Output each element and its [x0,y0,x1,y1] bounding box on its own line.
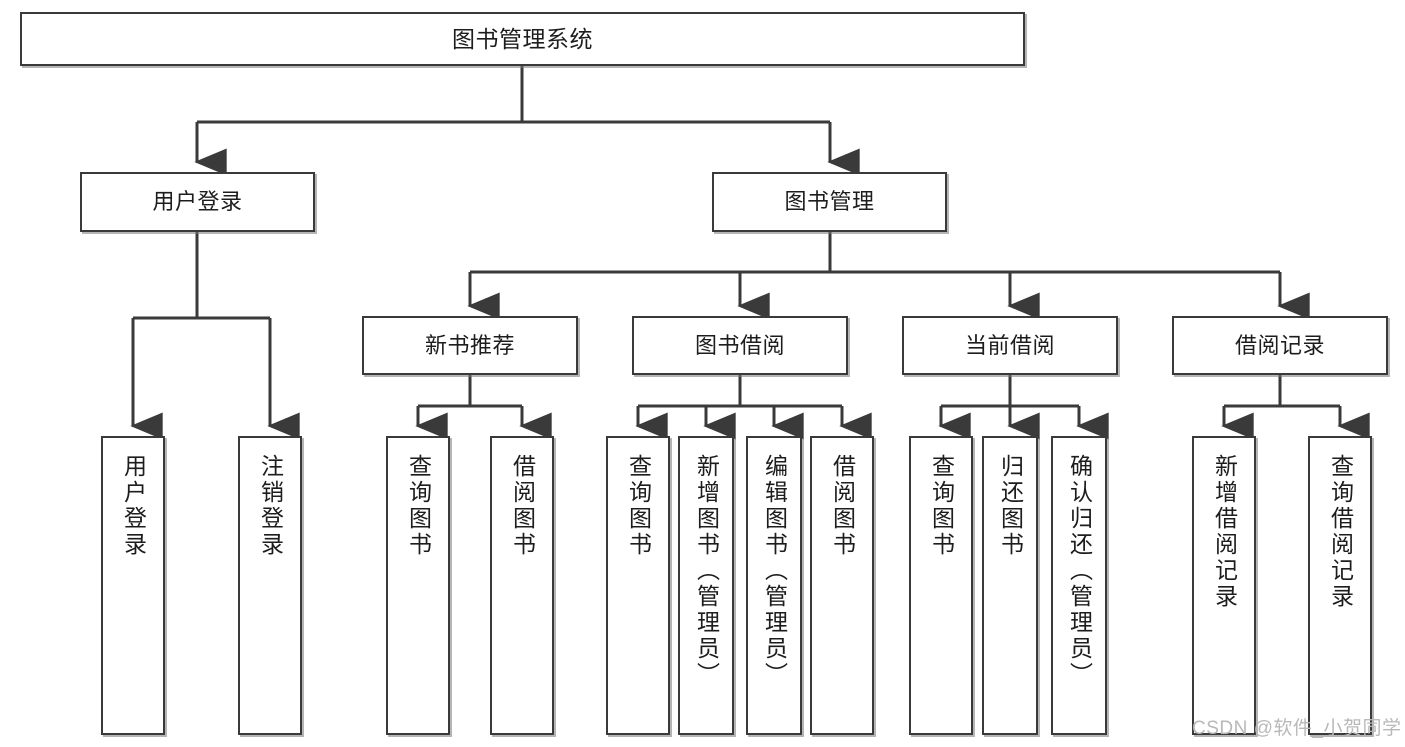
node-leaf-query-borrow-record[interactable]: 查询借阅记录 [1308,436,1372,735]
node-leaf-user-login[interactable]: 用户登录 [101,436,165,735]
node-label: 图书管理系统 [452,25,593,52]
node-book-management[interactable]: 图书管理 [712,172,947,232]
node-root-book-management-system[interactable]: 图书管理系统 [20,12,1025,66]
node-label: 编辑图书（管理员） [761,454,788,688]
node-label: 新增图书（管理员） [693,454,720,688]
node-leaf-edit-book-admin[interactable]: 编辑图书（管理员） [746,436,802,735]
node-current-borrow[interactable]: 当前借阅 [902,316,1118,375]
node-leaf-logout[interactable]: 注销登录 [238,436,302,735]
node-leaf-borrow-book[interactable]: 借阅图书 [810,436,874,735]
node-label: 借阅记录 [1234,332,1325,358]
node-leaf-return-book[interactable]: 归还图书 [982,436,1038,735]
node-leaf-query-book-borrow[interactable]: 查询图书 [606,436,670,735]
node-label: 借阅图书 [829,454,856,558]
node-new-book-recommend[interactable]: 新书推荐 [362,316,578,375]
node-label: 新增借阅记录 [1211,454,1238,610]
node-book-borrow[interactable]: 图书借阅 [632,316,848,375]
node-borrow-record[interactable]: 借阅记录 [1172,316,1388,375]
node-label: 用户登录 [120,454,147,558]
node-label: 查询图书 [625,454,652,558]
node-label: 用户登录 [152,189,243,215]
node-label: 图书管理 [784,189,875,215]
node-label: 查询图书 [928,454,955,558]
node-label: 借阅图书 [509,454,536,558]
node-label: 新书推荐 [424,332,515,358]
node-leaf-borrow-book-recommend[interactable]: 借阅图书 [490,436,554,735]
node-user-login[interactable]: 用户登录 [80,172,315,232]
node-leaf-add-borrow-record[interactable]: 新增借阅记录 [1192,436,1256,735]
node-label: 当前借阅 [964,332,1055,358]
csdn-watermark: CSDN @软件_小贺同学 [1192,718,1402,739]
node-label: 归还图书 [997,454,1024,558]
node-leaf-query-book-current[interactable]: 查询图书 [909,436,973,735]
node-leaf-query-book-recommend[interactable]: 查询图书 [386,436,450,735]
node-label: 确认归还（管理员） [1066,454,1093,688]
node-label: 查询借阅记录 [1327,454,1354,610]
node-leaf-confirm-return-admin[interactable]: 确认归还（管理员） [1051,436,1107,735]
node-label: 图书借阅 [694,332,785,358]
node-label: 注销登录 [257,454,284,558]
node-label: 查询图书 [405,454,432,558]
node-leaf-add-book-admin[interactable]: 新增图书（管理员） [678,436,734,735]
